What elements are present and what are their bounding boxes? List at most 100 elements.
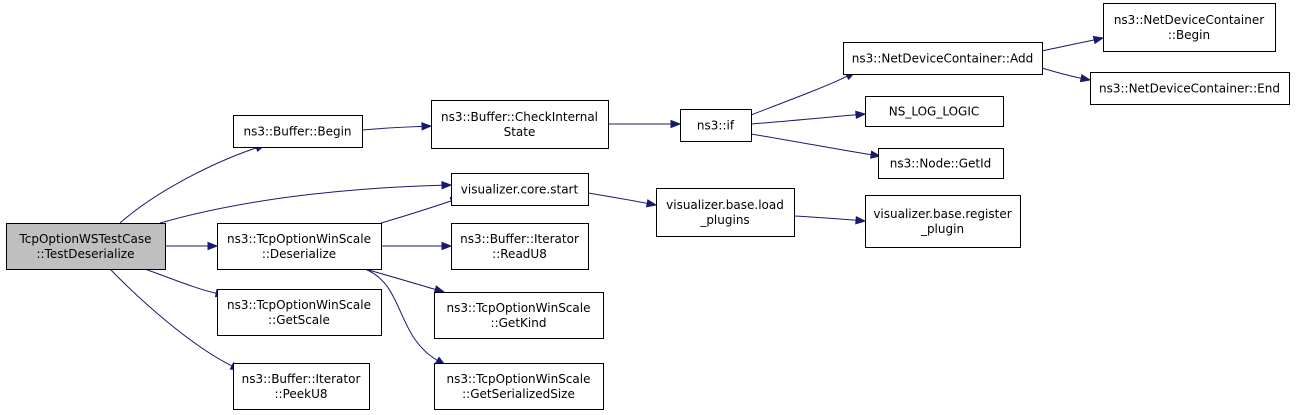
node-label-line: ns3::TcpOptionWinScale (447, 301, 591, 315)
node-label-line: ::GetKind (491, 316, 547, 330)
node-winscale-getserializedsize[interactable]: ns3::TcpOptionWinScale::GetSerializedSiz… (434, 363, 604, 410)
edge-netdevicecontainer-add-to-netdevicecontainer-end (1041, 67, 1092, 83)
node-label-line: visualizer.base.register (873, 207, 1011, 221)
nodes-layer: TcpOptionWSTestCase::TestDeserializens3:… (6, 3, 1290, 410)
edge-root-to-visualizer-core-start (159, 181, 453, 224)
edge-line (159, 184, 443, 224)
edge-line (750, 133, 872, 156)
edge-ns3-if-to-netdevicecontainer-add (750, 71, 857, 116)
edge-line (1041, 39, 1095, 52)
arrowhead-icon (207, 241, 219, 251)
edge-line (144, 268, 217, 294)
node-box (233, 115, 363, 148)
node-label-line: _plugin (920, 222, 964, 236)
edge-root-to-winscale-getscale (144, 268, 227, 298)
node-label-line: ns3::Buffer::CheckInternal (441, 110, 598, 124)
edge-line (587, 192, 648, 204)
node-label-line: visualizer.core.start (461, 183, 579, 197)
node-label-line: ns3::NetDeviceContainer (1114, 13, 1264, 27)
node-box (865, 195, 1021, 248)
node-label-line: ns3::TcpOptionWinScale (227, 298, 371, 312)
edge-winscale-deserialize-to-iterator-readu8 (380, 241, 453, 251)
node-netdevicecontainer-add[interactable]: ns3::NetDeviceContainer::Add (843, 42, 1043, 75)
edge-buffer-checkinternalstate-to-ns3-if (608, 119, 682, 129)
node-box (451, 223, 589, 270)
node-root[interactable]: TcpOptionWSTestCase::TestDeserialize (6, 223, 166, 270)
edge-ns3-if-to-node-getid (750, 133, 882, 159)
arrowhead-icon (441, 181, 453, 190)
node-box (1090, 72, 1290, 105)
node-box (1103, 3, 1276, 52)
node-box (434, 292, 604, 339)
node-label-line: ns3::Buffer::Iterator (242, 372, 361, 386)
node-label-line: ns3::Node::GetId (890, 157, 992, 171)
node-node-getid[interactable]: ns3::Node::GetId (878, 148, 1004, 179)
edge-line (380, 200, 452, 224)
node-iterator-peeku8[interactable]: ns3::Buffer::Iterator::PeekU8 (233, 363, 370, 410)
node-label-line: TcpOptionWSTestCase (18, 232, 151, 246)
node-winscale-getscale[interactable]: ns3::TcpOptionWinScale::GetScale (217, 289, 382, 336)
node-label-line: visualizer.base.load (666, 198, 784, 212)
node-label-line: State (504, 125, 536, 139)
node-label-line: ns3::TcpOptionWinScale (447, 372, 591, 386)
node-buffer-begin[interactable]: ns3::Buffer::Begin (233, 115, 363, 148)
node-label-line: _plugins (699, 213, 749, 227)
edge-line (1041, 67, 1082, 79)
edge-ns3-if-to-ns-log-logic (750, 110, 867, 125)
node-label-line: ::GetSerializedSize (462, 387, 575, 401)
node-winscale-getkind[interactable]: ns3::TcpOptionWinScale::GetKind (434, 292, 604, 339)
node-label-line: ::GetScale (268, 313, 330, 327)
node-label-line: ns3::Buffer::Iterator (460, 232, 579, 246)
node-label-line: ::PeekU8 (274, 387, 327, 401)
arrowhead-icon (433, 285, 446, 294)
edge-line (364, 268, 438, 361)
node-iterator-readu8[interactable]: ns3::Buffer::Iterator::ReadU8 (451, 223, 589, 270)
node-label-line: ns3::Buffer::Begin (243, 125, 351, 139)
edge-line (750, 114, 857, 125)
node-label-line: ns3::TcpOptionWinScale (227, 232, 371, 246)
node-netdevicecontainer-end[interactable]: ns3::NetDeviceContainer::End (1090, 72, 1290, 105)
node-box (431, 100, 609, 149)
node-visualizer-base-load-plugins[interactable]: visualizer.base.load_plugins (656, 188, 795, 237)
node-box (865, 96, 1004, 127)
node-box (680, 109, 752, 142)
arrowhead-icon (670, 119, 682, 129)
node-ns3-if[interactable]: ns3::if (680, 109, 752, 142)
node-box (434, 363, 604, 410)
arrowhead-icon (855, 110, 867, 120)
arrowhead-icon (645, 199, 658, 208)
edge-line (793, 215, 857, 221)
node-label-line: ::TestDeserialize (37, 247, 135, 261)
node-box (451, 173, 589, 206)
edge-line (109, 268, 233, 367)
node-box (878, 148, 1004, 179)
node-label-line: ns3::NetDeviceContainer::End (1099, 82, 1280, 96)
node-label-line: ns3::if (697, 119, 735, 133)
node-visualizer-base-register-plugin[interactable]: visualizer.base.register_plugin (865, 195, 1021, 248)
node-box (217, 289, 382, 336)
edge-netdevicecontainer-add-to-netdevicecontainer-begin (1041, 35, 1105, 52)
arrowhead-icon (441, 241, 453, 251)
edge-buffer-begin-to-buffer-checkinternalstate (361, 122, 433, 131)
arrowhead-icon (1079, 73, 1092, 83)
node-box (6, 223, 166, 270)
node-label-line: ::Deserialize (262, 247, 336, 261)
edge-line (750, 75, 848, 116)
edge-line (119, 147, 257, 224)
node-label-line: ::Begin (1168, 28, 1210, 42)
edge-line (361, 125, 423, 131)
node-label-line: ::ReadU8 (492, 247, 547, 261)
node-visualizer-core-start[interactable]: visualizer.core.start (451, 173, 589, 206)
edge-line (364, 268, 436, 290)
node-ns-log-logic[interactable]: NS_LOG_LOGIC (865, 96, 1004, 127)
edge-visualizer-base-load-plugins-to-visualizer-base-register-plugin (793, 215, 867, 225)
arrowhead-icon (1092, 35, 1105, 45)
node-netdevicecontainer-begin[interactable]: ns3::NetDeviceContainer::Begin (1103, 3, 1276, 52)
node-box (843, 42, 1043, 75)
node-label-line: NS_LOG_LOGIC (889, 105, 980, 119)
edge-visualizer-core-start-to-visualizer-base-load-plugins (587, 192, 658, 208)
node-label-line: ns3::NetDeviceContainer::Add (852, 52, 1033, 66)
node-winscale-deserialize[interactable]: ns3::TcpOptionWinScale::Deserialize (217, 223, 382, 270)
arrowhead-icon (855, 216, 867, 225)
